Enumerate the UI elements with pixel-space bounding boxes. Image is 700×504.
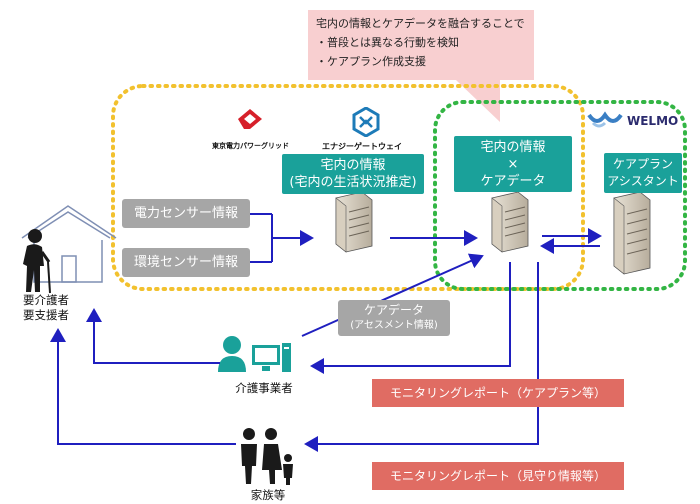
fusion-region	[433, 100, 687, 291]
welmo-logo-icon	[587, 109, 623, 131]
tepco-logo-text: 東京電力パワーグリッド	[212, 142, 289, 150]
careplan-assistant-box: ケアプラン アシスタント	[604, 153, 682, 193]
elderly-person-icon	[23, 229, 51, 294]
careplan-report-box: モニタリングレポート（ケアプラン等）	[372, 379, 624, 407]
careplan-subtitle: アシスタント	[607, 174, 679, 188]
fusion-title: 宅内の情報	[480, 140, 546, 155]
care-recipient-line-1: 要介護者	[23, 293, 69, 307]
energy-gateway-logo-text: エナジーゲートウェイ	[322, 142, 402, 151]
callout-line-3: ・ケアプラン作成支援	[316, 55, 426, 68]
server-icon	[335, 191, 373, 253]
family-icon	[241, 428, 293, 485]
home-info-box: 宅内の情報 (宅内の生活状況推定)	[282, 154, 424, 194]
care-data-box: ケアデータ (アセスメント情報)	[338, 300, 450, 336]
fusion-server-icon	[491, 191, 529, 253]
fusion-subtitle: ケアデータ	[480, 174, 546, 189]
care-staff-icon	[218, 336, 291, 372]
care-data-title: ケアデータ	[363, 303, 424, 317]
fusion-box: 宅内の情報 × ケアデータ	[454, 136, 572, 192]
watch-report-box: モニタリングレポート（見守り情報等）	[372, 462, 624, 490]
care-recipient-label: 要介護者 要支援者	[6, 293, 86, 323]
home-info-subtitle: (宅内の生活状況推定)	[289, 175, 417, 190]
care-data-subtitle: (アセスメント情報)	[350, 320, 438, 331]
tepco-logo-icon	[232, 109, 268, 137]
environment-sensor-box: 環境センサー情報	[122, 248, 250, 277]
family-label: 家族等	[250, 488, 286, 502]
callout-line-1: 宅内の情報とケアデータを融合することで	[316, 17, 525, 30]
care-provider-label: 介護事業者	[235, 381, 293, 395]
callout-box: 宅内の情報とケアデータを融合することで ・普段とは異なる行動を検知 ・ケアプラン…	[308, 10, 534, 80]
callout-line-2: ・普段とは異なる行動を検知	[316, 36, 459, 49]
home-info-region	[111, 84, 585, 291]
welmo-logo-text: WELMO	[627, 114, 679, 128]
home-info-title: 宅内の情報	[320, 158, 386, 173]
flow-arrows	[50, 213, 602, 452]
power-sensor-box: 電力センサー情報	[122, 199, 250, 228]
care-recipient-line-2: 要支援者	[23, 308, 69, 322]
careplan-server-icon	[613, 191, 651, 275]
careplan-title: ケアプラン	[612, 157, 673, 171]
fusion-times: ×	[507, 157, 519, 172]
energy-gateway-logo-icon	[351, 106, 381, 138]
